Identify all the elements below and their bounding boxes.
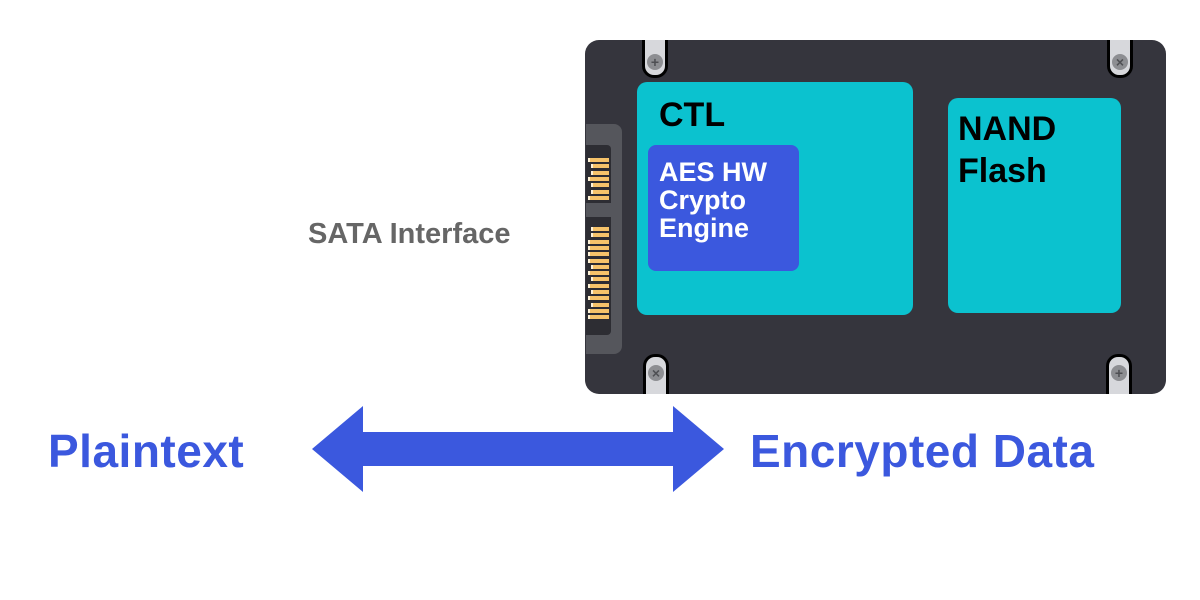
screw-plus-icon: + — [647, 54, 663, 70]
connector-pin — [588, 258, 609, 263]
sata-interface-label: SATA Interface — [308, 218, 511, 250]
connector-pin — [591, 290, 609, 294]
bidirectional-arrow-icon — [312, 406, 724, 492]
connector-pin — [591, 233, 609, 238]
aes-label-line: AES HW — [659, 157, 767, 187]
aes-label-line: Engine — [659, 213, 750, 243]
screw-cross-icon: × — [648, 365, 664, 381]
connector-pin — [588, 176, 609, 181]
sata-connector-key — [586, 203, 611, 217]
connector-pin — [591, 189, 609, 194]
encrypted-data-label: Encrypted Data — [750, 425, 1095, 477]
connector-pin — [588, 158, 609, 162]
connector-pin — [588, 296, 609, 301]
mount-tab-top-right: × — [1107, 40, 1133, 78]
controller-label: CTL — [659, 96, 726, 134]
aes-crypto-engine-label: AES HW Crypto Engine — [659, 158, 767, 242]
screw-plus-icon: + — [1111, 365, 1127, 381]
nand-flash-chip — [948, 98, 1121, 313]
connector-pin — [588, 315, 609, 320]
mount-tab-bottom-left: × — [643, 354, 669, 394]
connector-pin — [591, 164, 609, 169]
mount-tab-top-left: + — [642, 40, 668, 78]
connector-pin — [591, 183, 609, 188]
connector-pin — [591, 277, 609, 282]
aes-label-line: Crypto — [659, 185, 746, 215]
connector-pin — [588, 283, 609, 288]
connector-pin — [591, 264, 609, 269]
connector-pin — [588, 245, 609, 250]
connector-pin — [588, 195, 609, 200]
connector-pin — [591, 227, 609, 231]
nand-label-line: NAND — [958, 110, 1057, 148]
connector-pin — [591, 302, 609, 307]
connector-pin — [588, 252, 609, 257]
arrow-shape — [312, 406, 724, 492]
aes-crypto-engine — [648, 145, 799, 271]
mount-tab-bottom-right: + — [1106, 354, 1132, 394]
connector-pin — [588, 271, 609, 276]
connector-pin — [588, 308, 609, 313]
connector-pin — [588, 239, 609, 244]
nand-flash-label: NAND Flash — [958, 108, 1056, 192]
plaintext-label: Plaintext — [48, 425, 245, 477]
connector-pin — [591, 170, 609, 175]
screw-cross-icon: × — [1112, 54, 1128, 70]
nand-label-line: Flash — [958, 152, 1047, 190]
